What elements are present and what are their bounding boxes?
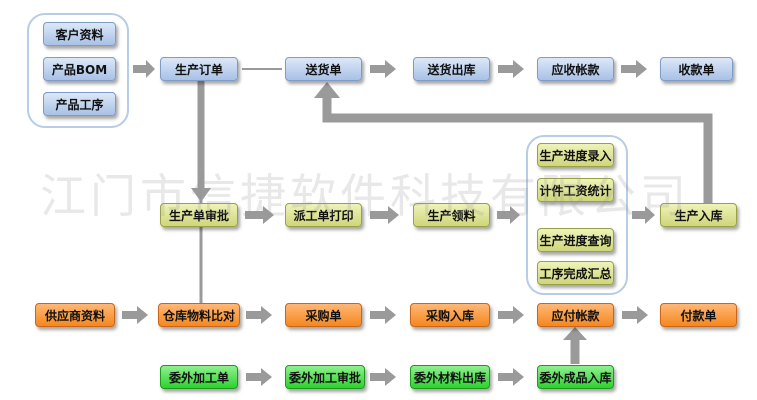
- arrowhead-production-in-to-delivery: [314, 82, 340, 98]
- node-production-approval[interactable]: 生产单审批: [160, 203, 238, 227]
- node-supplier-info[interactable]: 供应商资料: [35, 303, 115, 327]
- node-customer-info[interactable]: 客户资料: [43, 22, 116, 46]
- arrow-material-out-to-product-in: [498, 368, 524, 386]
- node-outsource-approval[interactable]: 委外加工审批: [285, 365, 365, 389]
- node-process-summary[interactable]: 工序完成汇总: [537, 261, 614, 285]
- node-payment[interactable]: 付款单: [660, 303, 737, 327]
- node-purchase-order[interactable]: 采购单: [285, 303, 362, 327]
- node-receipt[interactable]: 收款单: [660, 57, 733, 81]
- arrow-delivery-to-out: [370, 60, 396, 78]
- arrow-production-in-to-delivery: [322, 96, 713, 203]
- arrowhead-order-to-approval: [191, 188, 211, 202]
- arrow-group-to-production-in: [632, 206, 655, 224]
- node-outsource-material-out[interactable]: 委外材料出库: [410, 365, 490, 389]
- node-progress-query[interactable]: 生产进度查询: [537, 228, 614, 252]
- node-receivable[interactable]: 应收帐款: [537, 57, 614, 81]
- arrow-picking-to-group: [497, 206, 520, 224]
- node-dispatch-print[interactable]: 派工单打印: [285, 203, 362, 227]
- arrow-payable-to-payment: [622, 306, 648, 324]
- arrow-purchase-to-purchase-in: [370, 306, 396, 324]
- node-payable[interactable]: 应付帐款: [537, 303, 614, 327]
- node-product-bom[interactable]: 产品BOM: [43, 57, 116, 81]
- arrow-purchase-in-to-payable: [498, 306, 524, 324]
- node-outsource-product-in[interactable]: 委外成品入库: [537, 365, 614, 389]
- arrow-receivable-to-receipt: [621, 60, 647, 78]
- node-production-in[interactable]: 生产入库: [660, 203, 737, 227]
- node-progress-entry[interactable]: 生产进度录入: [537, 143, 614, 167]
- node-outsource-order[interactable]: 委外加工单: [160, 365, 238, 389]
- node-delivery-note[interactable]: 送货单: [285, 57, 362, 81]
- arrow-outsource-approval-to-material-out: [370, 368, 396, 386]
- arrow-out-to-receivable: [498, 60, 524, 78]
- arrow-approval-to-dispatch: [245, 206, 274, 224]
- node-warehouse-compare[interactable]: 仓库物料比对: [158, 303, 240, 327]
- node-delivery-out[interactable]: 送货出库: [413, 57, 490, 81]
- arrow-group-to-order: [133, 60, 155, 78]
- node-production-order[interactable]: 生产订单: [160, 57, 238, 81]
- node-piecework-stats[interactable]: 计件工资统计: [537, 178, 614, 202]
- arrow-supplier-to-warehouse: [122, 306, 148, 324]
- node-production-picking[interactable]: 生产领料: [413, 203, 490, 227]
- node-purchase-in[interactable]: 采购入库: [410, 303, 490, 327]
- arrowhead-outsource-in-to-payable: [563, 327, 587, 340]
- arrow-dispatch-to-picking: [370, 206, 399, 224]
- arrow-warehouse-to-purchase: [246, 306, 272, 324]
- node-product-process[interactable]: 产品工序: [43, 92, 116, 116]
- arrow-outsource-order-to-approval: [246, 368, 272, 386]
